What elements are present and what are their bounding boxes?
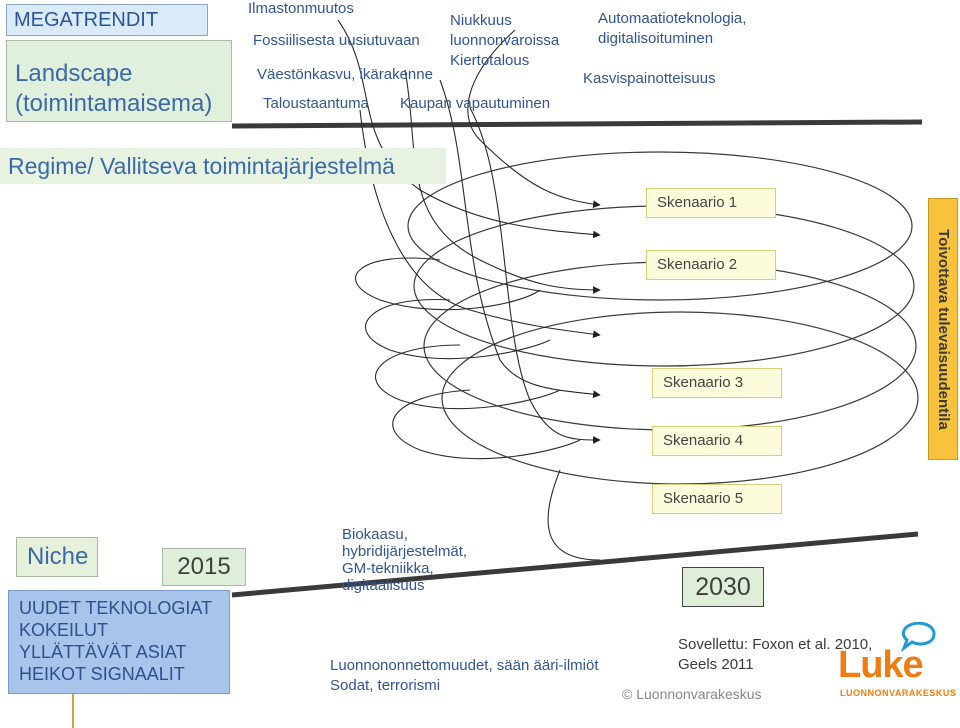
logo-text: Luke — [838, 644, 924, 686]
scenario-ellipse-2 — [413, 205, 915, 367]
trend-kiertotalous: Kiertotalous — [450, 52, 530, 69]
scenario-ellipse-4 — [441, 311, 919, 485]
biotech-line: digitaalisuus — [342, 577, 425, 594]
trend-arrows — [337, 19, 601, 444]
logo-subtitle: LUONNONVARAKESKUS — [840, 688, 957, 698]
spiral-coil-2 — [365, 298, 551, 360]
desired-future-label: Toivottava tulevaisuudentila — [934, 228, 952, 430]
niche-label: Niche — [16, 537, 98, 577]
biotech-text: Biokaasu, hybridijärjestelmät, GM-teknii… — [342, 526, 467, 594]
threat-line: Luonnononnettomuudet, sään ääri-ilmiöt — [330, 657, 599, 674]
signal-item: UUDET TEKNOLOGIAT — [19, 598, 213, 618]
signal-item: YLLÄTTÄVÄT ASIAT — [19, 642, 187, 662]
megatrend-label: MEGATRENDIT — [6, 4, 208, 36]
arrow-niukkuus — [439, 79, 601, 398]
biotech-line: Biokaasu, — [342, 526, 408, 543]
copyright-text: © Luonnonvarakeskus — [622, 686, 762, 702]
arrow-kauppa — [469, 107, 601, 444]
spiral-coil-3 — [375, 344, 561, 410]
niche-arrow — [547, 469, 601, 561]
year-2015: 2015 — [162, 548, 246, 586]
arrow-vaesto — [404, 69, 601, 294]
niche-boundary-line — [231, 531, 919, 598]
trend-niukkuus-2: luonnonvaroissa — [450, 32, 560, 49]
arrow-ilmasto — [337, 19, 601, 239]
scenario-2: Skenaario 2 — [646, 250, 776, 280]
speech-bubble-icon — [900, 622, 936, 652]
desired-future-bar: Toivottava tulevaisuudentila — [928, 198, 958, 460]
trend-vaestonkasvu: Väestönkasvu, ikärakenne — [257, 66, 433, 83]
landscape-subtitle: (toimintamaisema) — [15, 90, 213, 117]
trend-automaatio-2: digitalisoituminen — [598, 30, 714, 47]
spiral-coil-1 — [355, 257, 541, 311]
niche-signals-box: UUDET TEKNOLOGIAT KOKEILUT YLLÄTTÄVÄT AS… — [8, 590, 230, 694]
scenario-1: Skenaario 1 — [646, 188, 776, 218]
landscape-box: Landscape (toimintamaisema) — [6, 40, 232, 122]
biotech-line: hybridijärjestelmät, — [342, 543, 468, 560]
scenario-ellipse-1 — [407, 151, 913, 301]
arrow-kierto — [467, 29, 601, 208]
source-citation: Sovellettu: Foxon et al. 2010, Geels 201… — [678, 635, 872, 675]
signal-item: KOKEILUT — [19, 620, 109, 640]
arrow-talous — [359, 109, 601, 338]
source-line: Sovellettu: Foxon et al. 2010, — [678, 636, 873, 653]
scenario-3: Skenaario 3 — [652, 368, 782, 398]
year-2030: 2030 — [682, 567, 764, 607]
trend-fossiilisesta: Fossiilisesta uusiutuvaan — [253, 32, 420, 49]
trend-niukkuus-1: Niukkuus — [450, 12, 512, 29]
luke-logo: Luke LUONNONVARAKESKUS — [838, 622, 956, 702]
biotech-line: GM-tekniikka, — [342, 560, 434, 577]
landscape-boundary-line — [231, 119, 923, 129]
trend-kasvispainotteisuus: Kasvispainotteisuus — [583, 70, 716, 87]
scenario-5: Skenaario 5 — [652, 484, 782, 514]
signal-item: HEIKOT SIGNAALIT — [19, 664, 185, 684]
source-line: Geels 2011 — [678, 656, 754, 673]
scenario-4: Skenaario 4 — [652, 426, 782, 456]
trend-ilmastonmuutos: Ilmastonmuutos — [248, 0, 354, 17]
spiral-coil-4 — [392, 389, 581, 460]
threat-line: Sodat, terrorismi — [330, 677, 441, 694]
trend-kaupan-vapautuminen: Kaupan vapautuminen — [400, 95, 551, 112]
trend-automaatio-1: Automaatioteknologia, — [598, 10, 747, 27]
trend-taloustaantuma: Taloustaantuma — [263, 95, 369, 112]
funnel-spiral — [355, 257, 581, 460]
regime-label: Regime/ Vallitseva toimintajärjestelmä — [0, 148, 446, 184]
landscape-title: Landscape — [15, 60, 133, 87]
threats-text: Luonnononnettomuudet, sään ääri-ilmiöt S… — [330, 656, 599, 696]
